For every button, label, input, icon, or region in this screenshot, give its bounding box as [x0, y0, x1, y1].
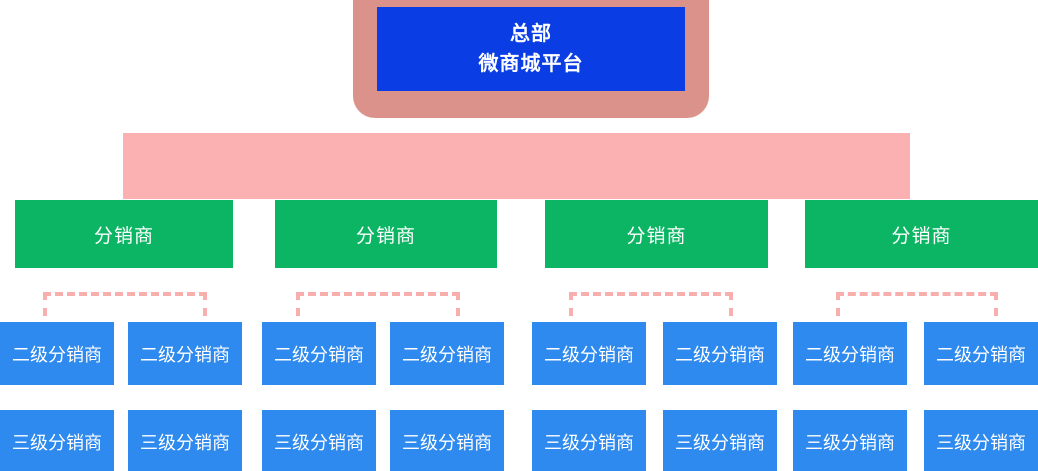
level3-node-1: 三级分销商 — [0, 410, 114, 471]
distributor-node-4: 分销商 — [805, 200, 1038, 268]
hq-frame: 总部 微商城平台 — [353, 0, 709, 118]
level2-node-4: 二级分销商 — [390, 322, 504, 385]
connector-bracket-4 — [836, 292, 998, 316]
distributor-node-3: 分销商 — [545, 200, 768, 268]
distributor-node-1: 分销商 — [15, 200, 233, 268]
hq-title-line2: 微商城平台 — [478, 53, 584, 75]
level3-node-2: 三级分销商 — [128, 410, 242, 471]
level2-node-2: 二级分销商 — [128, 322, 242, 385]
trunk-bar — [123, 133, 910, 199]
level2-node-3: 二级分销商 — [262, 322, 376, 385]
level2-node-5: 二级分销商 — [532, 322, 646, 385]
hq-title-line1: 总部 — [510, 23, 552, 45]
level2-node-1: 二级分销商 — [0, 322, 114, 385]
distributor-node-2: 分销商 — [275, 200, 497, 268]
level2-node-8: 二级分销商 — [924, 322, 1038, 385]
level3-node-8: 三级分销商 — [924, 410, 1038, 471]
level3-node-7: 三级分销商 — [793, 410, 907, 471]
level2-node-6: 二级分销商 — [663, 322, 777, 385]
connector-bracket-3 — [569, 292, 733, 316]
level3-node-4: 三级分销商 — [390, 410, 504, 471]
connector-bracket-1 — [43, 292, 207, 316]
level3-node-3: 三级分销商 — [262, 410, 376, 471]
level2-node-7: 二级分销商 — [793, 322, 907, 385]
level3-node-5: 三级分销商 — [532, 410, 646, 471]
level3-node-6: 三级分销商 — [663, 410, 777, 471]
hq-node: 总部 微商城平台 — [377, 7, 685, 91]
connector-bracket-2 — [296, 292, 460, 316]
